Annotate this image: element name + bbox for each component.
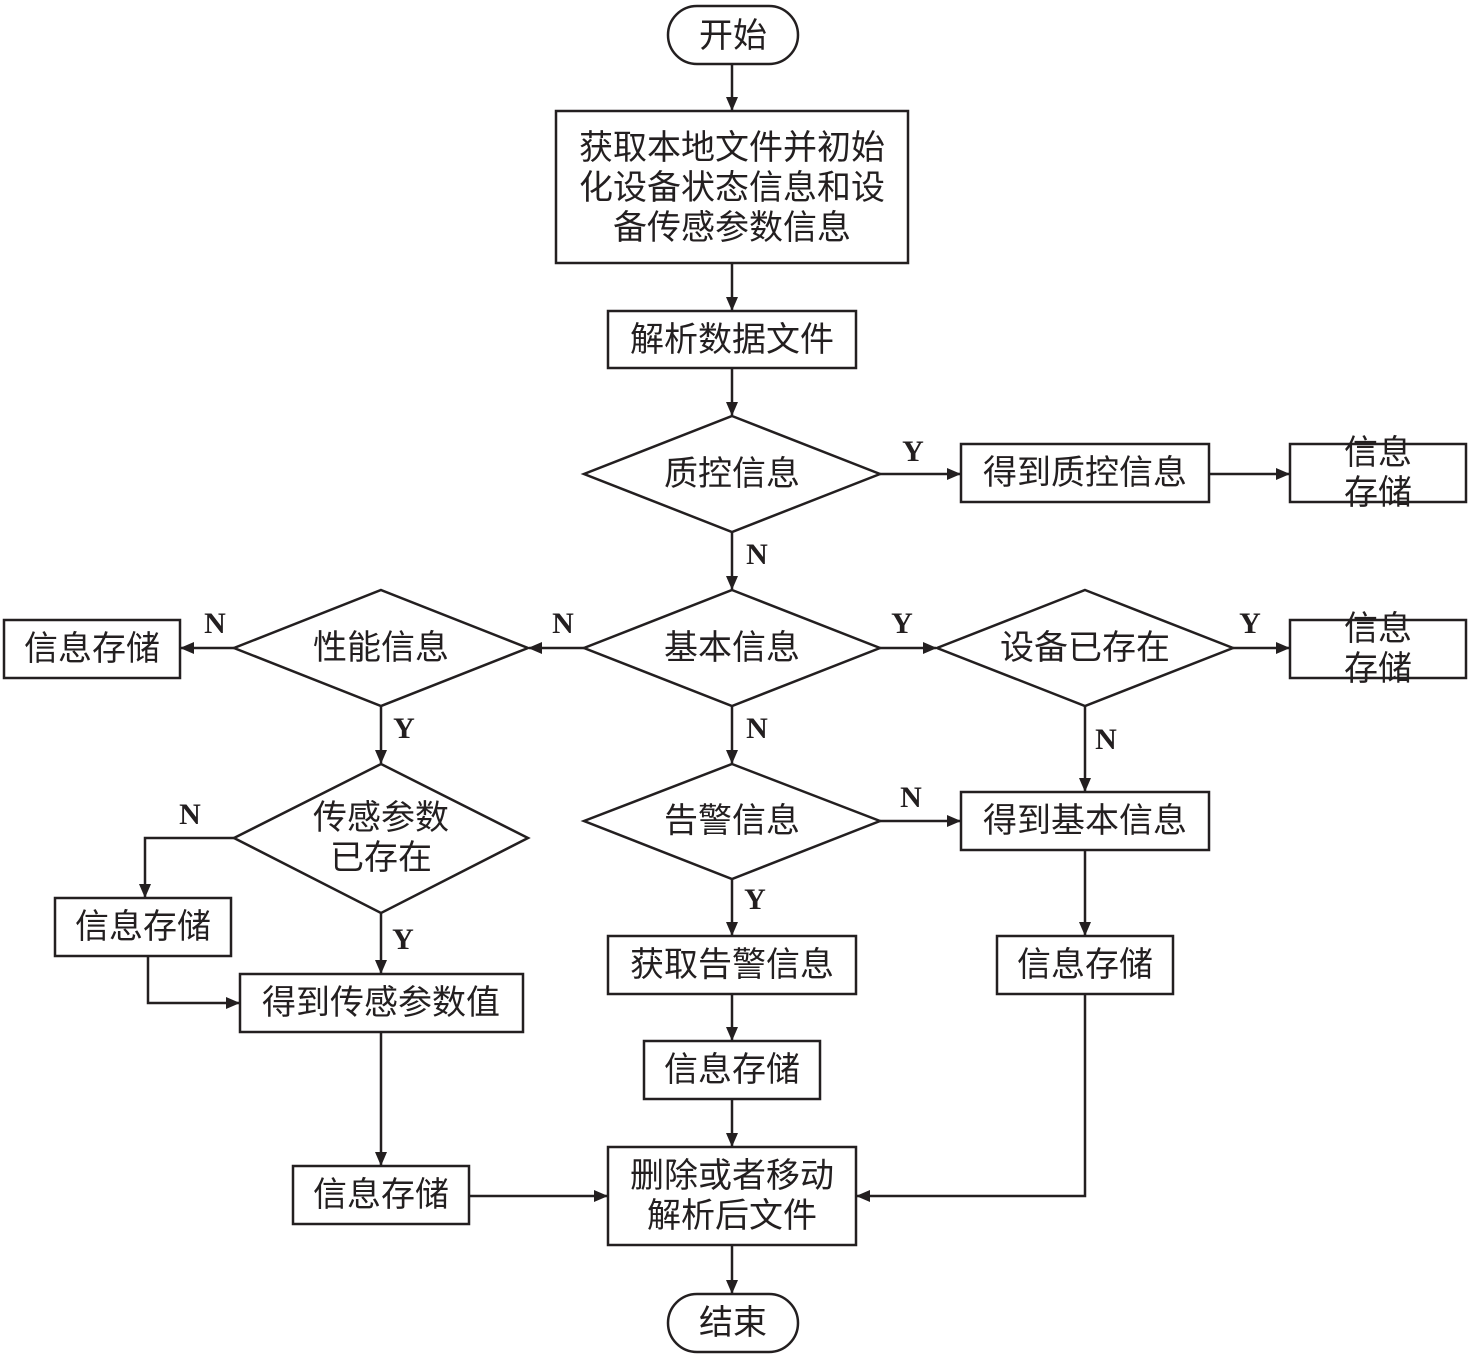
edge-storen-getsensor [146, 956, 240, 1009]
basic-no-down-label: N [746, 712, 768, 745]
device-no-label: N [1095, 723, 1117, 756]
get-qc-label: 得到质控信息 [983, 453, 1187, 493]
qc-yes-label: Y [902, 435, 924, 468]
store-sensor-box [291, 1164, 471, 1226]
store-perf-n-label: 信息存储 [24, 629, 160, 669]
qc-no-label: N [746, 538, 768, 571]
init-process-box [554, 109, 910, 265]
start-label: 开始 [699, 16, 767, 56]
device-yes-label: Y [1239, 607, 1261, 640]
sensor-yes-label: Y [392, 923, 414, 956]
get-basic-box [959, 790, 1211, 852]
delete-move-label: 删除或者移动 解析后文件 [630, 1156, 834, 1236]
store-device-y-box [1288, 618, 1468, 680]
store-sensor-label: 信息存储 [313, 1175, 449, 1215]
basic-decision-label: 基本信息 [664, 628, 800, 668]
store-alarm-label: 信息存储 [664, 1050, 800, 1090]
basic-yes-label: Y [891, 607, 913, 640]
store-basic-box [995, 934, 1175, 996]
sensor-exists-label: 传感参数 已存在 [313, 798, 449, 878]
perf-yes-label: Y [393, 712, 415, 745]
device-exists-label: 设备已存在 [1000, 628, 1170, 668]
basic-no-left-label: N [552, 607, 574, 640]
store-device-y-label: 信息存储 [1344, 609, 1412, 689]
store-qc-label: 信息存储 [1344, 433, 1412, 513]
store-qc-box [1288, 442, 1468, 504]
store-sensor-n-label: 信息存储 [75, 907, 211, 947]
perf-no-label: N [204, 607, 226, 640]
end-terminal [666, 1292, 800, 1354]
get-alarm-label: 获取告警信息 [630, 945, 834, 985]
end-label: 结束 [699, 1303, 767, 1343]
store-sensor-n-box [53, 896, 233, 958]
sensor-no-label: N [179, 798, 201, 831]
store-basic-label: 信息存储 [1017, 945, 1153, 985]
edge-storebasic-delete [856, 994, 1087, 1202]
qc-decision-label: 质控信息 [664, 454, 800, 494]
alarm-decision-label: 告警信息 [664, 801, 800, 841]
get-sensor-box [238, 972, 525, 1034]
alarm-yes-label: Y [744, 883, 766, 916]
store-alarm-box [642, 1039, 822, 1101]
parse-process-box [606, 309, 858, 370]
init-label: 获取本地文件并初始 化设备状态信息和设 备传感参数信息 [579, 128, 885, 248]
store-perf-n-box [2, 618, 182, 680]
delete-move-box [606, 1145, 858, 1247]
alarm-no-label: N [900, 781, 922, 814]
get-basic-label: 得到基本信息 [983, 801, 1187, 841]
get-alarm-box [606, 934, 858, 996]
edge-sensor-storen [139, 836, 234, 898]
get-qc-box [959, 442, 1211, 504]
get-sensor-label: 得到传感参数值 [262, 983, 500, 1023]
parse-label: 解析数据文件 [630, 320, 834, 360]
perf-decision-label: 性能信息 [313, 628, 449, 668]
